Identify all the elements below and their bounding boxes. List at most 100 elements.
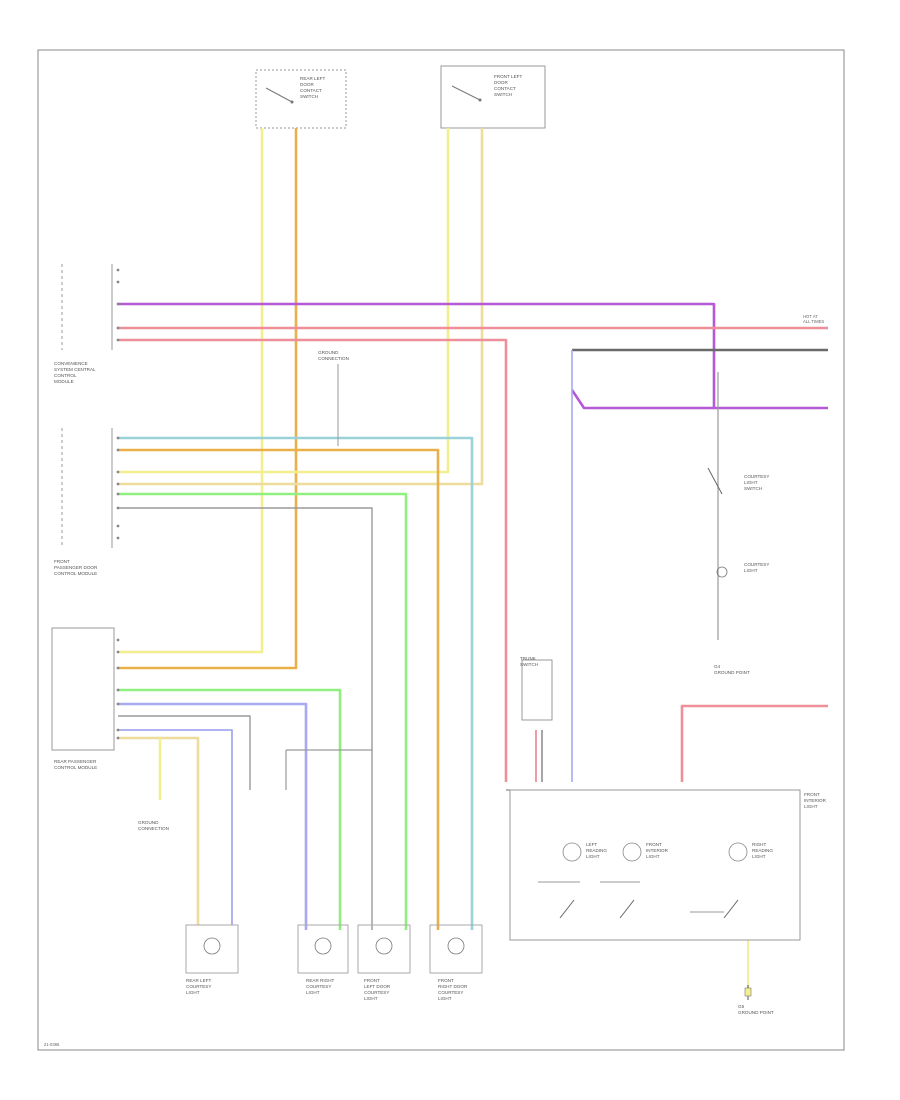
hot-at-all-times-note: HOT AT ALL TIMES xyxy=(803,314,824,324)
connector-pin xyxy=(116,482,120,486)
wire-pink-branch xyxy=(118,338,508,782)
footer-code: 21-0365 xyxy=(44,1042,60,1047)
svg-text:CONNECTION: CONNECTION xyxy=(138,826,169,831)
svg-text:LIGHT: LIGHT xyxy=(646,854,660,859)
connector-pin xyxy=(116,470,120,474)
svg-text:CONTACT: CONTACT xyxy=(494,86,516,91)
connector-pin xyxy=(116,736,120,740)
diagram-frame xyxy=(37,49,845,1051)
svg-text:GROUND POINT: GROUND POINT xyxy=(714,670,750,675)
ground-right-mid: G4 GROUND POINT xyxy=(714,664,750,675)
connector-pin xyxy=(116,728,120,732)
wire-violet-branch xyxy=(570,389,714,410)
courtesy-switch: COURTESY LIGHT SWITCH xyxy=(707,467,769,495)
svg-text:COURTESY: COURTESY xyxy=(744,474,769,479)
svg-text:CONTROL MODULE: CONTROL MODULE xyxy=(54,571,97,576)
wire-yellow-rear-switch xyxy=(118,128,264,654)
svg-text:SWITCH: SWITCH xyxy=(744,486,762,491)
wire-yellow-front-switch xyxy=(118,128,450,474)
svg-text:G4: G4 xyxy=(714,664,721,669)
svg-text:LEFT DOOR: LEFT DOOR xyxy=(364,984,391,989)
rear-left-door-switch: REAR LEFT DOOR CONTACT SWITCH xyxy=(255,69,347,129)
svg-text:REAR RIGHT: REAR RIGHT xyxy=(306,978,335,983)
svg-text:COURTESY: COURTESY xyxy=(744,562,769,567)
svg-text:COURTESY: COURTESY xyxy=(438,990,463,995)
connector-pin xyxy=(116,280,120,284)
svg-text:LIGHT: LIGHT xyxy=(752,854,766,859)
rear-door-module: REAR PASSENGER CONTROL MODULE xyxy=(51,627,115,770)
courtesy-lamp: COURTESY LIGHT xyxy=(716,562,769,578)
svg-text:READING: READING xyxy=(752,848,773,853)
wire-teal xyxy=(118,436,474,930)
wire-tan-front-switch xyxy=(118,128,484,486)
front-door-module: FRONT PASSENGER DOOR CONTROL MODULE xyxy=(54,428,113,576)
svg-text:CONVENIENCE: CONVENIENCE xyxy=(54,361,88,366)
right-reading-light: RIGHT READING LIGHT xyxy=(728,842,773,862)
svg-text:LIGHT: LIGHT xyxy=(364,996,378,1001)
svg-text:HOT AT: HOT AT xyxy=(803,314,818,319)
svg-text:RIGHT: RIGHT xyxy=(752,842,766,847)
svg-text:DOOR: DOOR xyxy=(494,80,508,85)
svg-text:SWITCH: SWITCH xyxy=(520,662,538,667)
svg-text:LEFT: LEFT xyxy=(586,842,597,847)
svg-text:GROUND: GROUND xyxy=(138,820,159,825)
svg-text:CONTACT: CONTACT xyxy=(300,88,322,93)
svg-text:SWITCH: SWITCH xyxy=(494,92,512,97)
svg-text:LIGHT: LIGHT xyxy=(586,854,600,859)
svg-text:CONNECTION: CONNECTION xyxy=(318,356,349,361)
connector-pin xyxy=(116,448,120,452)
connector-pin xyxy=(116,338,120,342)
svg-text:GROUND POINT: GROUND POINT xyxy=(738,1010,774,1015)
wire-blue-rear2 xyxy=(118,729,233,925)
svg-text:LIGHT: LIGHT xyxy=(744,568,758,573)
wire-tan-rear xyxy=(118,736,200,925)
svg-text:TRUNK: TRUNK xyxy=(520,656,537,661)
svg-text:FRONT: FRONT xyxy=(54,559,70,564)
ground-left: GROUND CONNECTION xyxy=(138,820,169,831)
svg-text:MODULE: MODULE xyxy=(54,379,74,384)
wire-gray-rear xyxy=(118,715,251,790)
svg-text:SWITCH: SWITCH xyxy=(300,94,318,99)
rear-right-lamp: REAR RIGHT COURTESY LIGHT xyxy=(297,924,349,995)
trunk-switch: TRUNK SWITCH xyxy=(520,656,553,721)
wire-orange-front xyxy=(118,448,440,930)
svg-text:CONTROL MODULE: CONTROL MODULE xyxy=(54,765,97,770)
wire-gray-front xyxy=(118,507,373,930)
connector-pin xyxy=(116,492,120,496)
wire-orange-rear-switch xyxy=(118,128,298,670)
connector-pin xyxy=(116,506,120,510)
connector-pin xyxy=(116,702,120,706)
svg-text:COURTESY: COURTESY xyxy=(186,984,211,989)
connector-pin xyxy=(116,302,120,306)
svg-text:INTERIOR: INTERIOR xyxy=(646,848,669,853)
front-left-lamp: FRONT LEFT DOOR COURTESY LIGHT xyxy=(357,924,411,1001)
svg-text:FRONT: FRONT xyxy=(438,978,454,983)
wire-green-rear xyxy=(118,688,342,930)
svg-text:REAR PASSENGER: REAR PASSENGER xyxy=(54,759,97,764)
wire-blue-rear xyxy=(118,702,308,930)
svg-text:GROUND: GROUND xyxy=(318,350,339,355)
ground-top: GROUND CONNECTION xyxy=(318,350,349,446)
left-reading-light: LEFT READING LIGHT xyxy=(562,842,607,862)
svg-text:COURTESY: COURTESY xyxy=(364,990,389,995)
svg-text:LIGHT: LIGHT xyxy=(306,990,320,995)
svg-text:LIGHT: LIGHT xyxy=(744,480,758,485)
connector-pin xyxy=(116,436,120,440)
dome-light-assembly: FRONT INTERIOR LIGHT LEFT READING LIGHT … xyxy=(509,789,827,941)
connector-pin xyxy=(116,326,120,330)
svg-text:DOOR: DOOR xyxy=(300,82,314,87)
wire-green-front xyxy=(118,492,408,930)
svg-text:PASSENGER DOOR: PASSENGER DOOR xyxy=(54,565,98,570)
svg-text:FRONT: FRONT xyxy=(646,842,662,847)
center-interior-light: FRONT INTERIOR LIGHT xyxy=(622,842,669,862)
svg-text:FRONT: FRONT xyxy=(364,978,380,983)
svg-text:READING: READING xyxy=(586,848,607,853)
svg-text:G5: G5 xyxy=(738,1004,745,1009)
connector-pin xyxy=(116,536,120,540)
svg-text:FRONT: FRONT xyxy=(804,792,820,797)
wire-pink-g4 xyxy=(680,704,828,782)
svg-text:COURTESY: COURTESY xyxy=(306,984,331,989)
front-right-lamp: FRONT RIGHT DOOR COURTESY LIGHT xyxy=(429,924,483,1001)
svg-text:INTERIOR: INTERIOR xyxy=(804,798,827,803)
